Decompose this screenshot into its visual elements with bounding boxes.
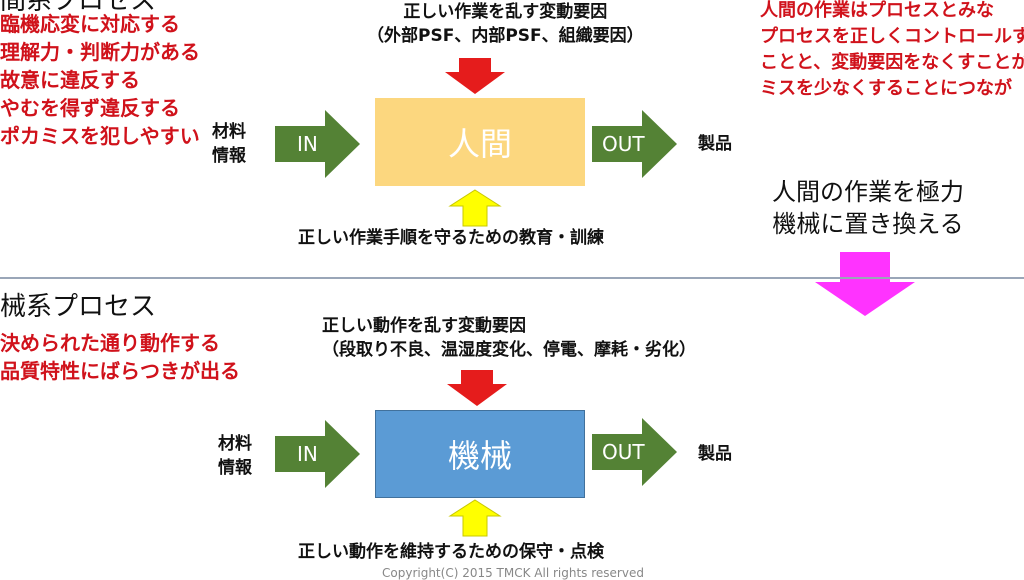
note-line: ことと、変動要因をなくすことか [760,52,1024,73]
human-process-title: 間系プロセス [0,0,157,16]
magenta-down-arrow-icon [815,252,915,316]
disturbance-line: （段取り不良、温湿度変化、停電、摩耗・劣化） [322,340,696,360]
in-arrow-icon: IN [275,110,360,178]
human-output: 製品 [698,134,732,154]
transition-text: 人間の作業を極力 機械に置き換える [772,176,964,240]
out-label: OUT [602,132,645,156]
machine-process-title: 械系プロセス [0,292,157,322]
point: ポカミスを犯しやすい [0,124,200,148]
transition-line: 人間の作業を極力 [772,178,964,206]
machine-output: 製品 [698,444,732,464]
note-line: 人間の作業はプロセスとみな [760,0,994,21]
input-info: 情報 [212,146,246,166]
point: 理解力・判断力がある [0,40,200,64]
machine-box: 機械 [375,410,585,498]
machine-disturbance: 正しい動作を乱す変動要因 （段取り不良、温湿度変化、停電、摩耗・劣化） [322,314,696,362]
yellow-up-arrow-icon [448,499,502,537]
in-arrow-icon: IN [275,420,360,488]
note-line: ミスを少なくすることにつなが [760,78,1012,99]
human-points: 臨機応変に対応する 理解力・判断力がある 故意に違反する やむを得ず違反する ポ… [0,10,200,150]
machine-support: 正しい動作を維持するための保守・点検 [298,542,604,562]
in-label: IN [297,132,318,156]
disturbance-line: （外部PSF、内部PSF、組織要因） [367,26,644,46]
human-support: 正しい作業手順を守るための教育・訓練 [298,228,604,248]
yellow-up-arrow-icon [448,189,502,227]
out-arrow-icon: OUT [592,110,677,178]
point: 品質特性にばらつきが出る [0,359,240,383]
point: 故意に違反する [0,68,140,92]
point: やむを得ず違反する [0,96,180,120]
machine-input: 材料 情報 [218,432,252,480]
machine-points: 決められた通り動作する 品質特性にばらつきが出る [0,329,240,385]
point: 決められた通り動作する [0,331,220,355]
disturbance-line: 正しい動作を乱す変動要因 [322,316,526,336]
red-down-arrow-icon [447,370,507,406]
disturbance-line: 正しい作業を乱す変動要因 [403,2,608,22]
human-disturbance: 正しい作業を乱す変動要因 （外部PSF、内部PSF、組織要因） [367,0,644,48]
transition-line: 機械に置き換える [772,210,964,238]
copyright: Copyright(C) 2015 TMCK All rights reserv… [382,566,644,580]
input-material: 材料 [212,122,246,142]
human-box: 人間 [375,98,585,186]
note-line: プロセスを正しくコントロールす [760,26,1024,47]
note: 人間の作業はプロセスとみな プロセスを正しくコントロールす ことと、変動要因をな… [760,0,1024,102]
input-material: 材料 [218,434,252,454]
in-label: IN [297,442,318,466]
divider [0,277,1024,279]
point: 臨機応変に対応する [0,12,180,36]
human-input: 材料 情報 [212,120,246,168]
out-arrow-icon: OUT [592,418,677,486]
input-info: 情報 [218,458,252,478]
out-label: OUT [602,440,645,464]
red-down-arrow-icon [445,58,505,94]
